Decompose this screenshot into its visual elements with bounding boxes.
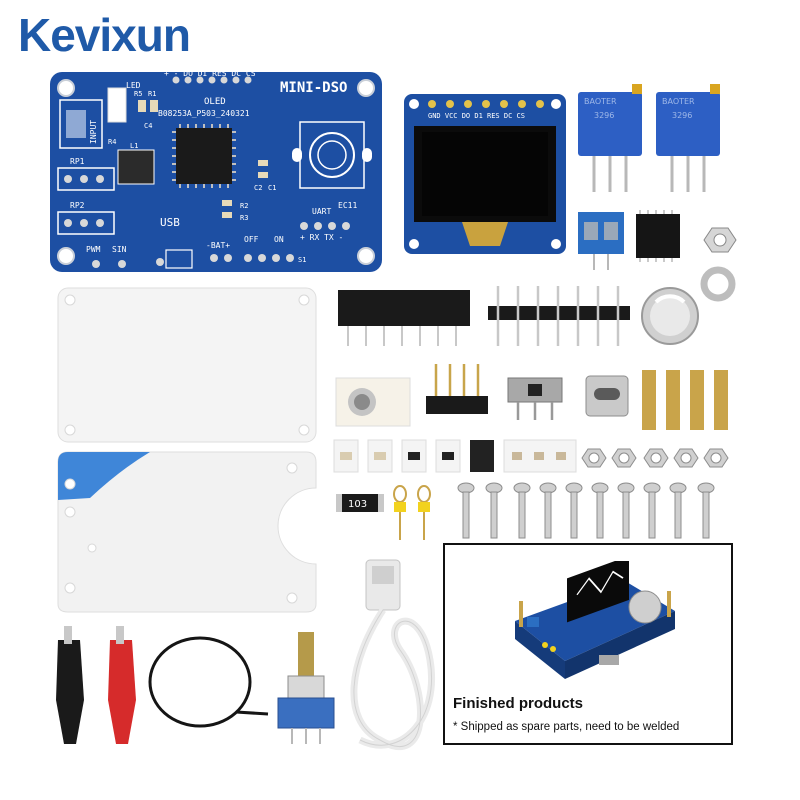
pcb-c1-label: C1 <box>268 184 276 192</box>
usb-c-connector <box>585 375 629 417</box>
pcb-uart-pins: + RX TX - <box>300 233 343 242</box>
pcb-l1-label: L1 <box>130 142 138 150</box>
pcb-title: MINI-DSO <box>280 80 347 96</box>
oled-module: GND VCC DO D1 RES DC CS <box>404 94 566 254</box>
inset-note: * Shipped as spare parts, need to be wel… <box>453 721 680 733</box>
alligator-clips <box>56 626 136 744</box>
pot1-code: 3296 <box>594 111 614 120</box>
trimmer-potentiometers: BAOTER 3296 BAOTER 3296 <box>578 84 720 192</box>
finished-product-photo <box>515 561 675 679</box>
pcb-r5-label: R5 <box>134 90 142 98</box>
pcb-on-label: ON <box>274 235 284 244</box>
smd-resistor: 103 <box>336 494 384 512</box>
pcb-r1-label: R1 <box>148 90 156 98</box>
right-angle-header <box>426 364 488 414</box>
pcb-off-label: OFF <box>244 235 259 244</box>
brand-logo: Kevixun <box>18 8 191 62</box>
pcb-rp1-label: RP1 <box>70 157 85 166</box>
pcb-c4-label: C4 <box>144 122 152 130</box>
pcb-s1-label: S1 <box>298 256 306 264</box>
inset-title: Finished products <box>453 695 584 712</box>
usb-cable <box>350 559 435 751</box>
brass-standoffs <box>642 370 728 430</box>
pcb-rp2-label: RP2 <box>70 201 85 210</box>
pcb-part-number: B08253A_P503_240321 <box>158 109 250 118</box>
terminal-block <box>578 212 624 270</box>
pot2-brand: BAOTER <box>662 97 695 106</box>
hex-nuts-row <box>581 448 729 468</box>
pcb-input-label: INPUT <box>89 120 98 144</box>
pcb-r3-label: R3 <box>240 214 248 222</box>
screws-row <box>457 482 715 539</box>
pcb-r4-label: R4 <box>108 138 116 146</box>
pcb-uart-label: UART <box>312 207 331 216</box>
male-pin-header <box>488 286 630 346</box>
pcb-sin-label: SIN <box>112 245 127 254</box>
pcb-bat-label: -BAT+ <box>206 241 230 250</box>
hex-nut-and-washer <box>700 227 737 302</box>
oled-pin-labels: GND VCC DO D1 RES DC CS <box>428 112 525 120</box>
smd-tape-parts <box>333 439 577 473</box>
rotary-encoder <box>277 632 335 744</box>
female-header <box>338 290 470 346</box>
mcu-chip <box>636 210 680 262</box>
pcb-ec11-label: EC11 <box>338 201 357 210</box>
pcb-c2-label: C2 <box>254 184 262 192</box>
pcb-r2-label: R2 <box>240 202 248 210</box>
buzzer-part <box>335 377 411 427</box>
pcb-usb-label: USB <box>160 216 180 229</box>
pcb-pwm-label: PWM <box>86 245 101 254</box>
pcb-top-pins: + - DO DI RES DC CS <box>164 69 256 78</box>
pot2-code: 3296 <box>672 111 692 120</box>
acrylic-top-panel <box>57 287 317 443</box>
pot1-brand: BAOTER <box>584 97 617 106</box>
brand-logo-text: Kevixun <box>18 9 191 61</box>
acrylic-bottom-panel <box>57 451 317 613</box>
pcb-oled-label: OLED <box>204 97 226 107</box>
resistor-marking: 103 <box>348 499 367 510</box>
probe-wire <box>148 636 269 728</box>
pcb-board: MINI-DSO + - DO DI RES DC CS OLED B08253… <box>50 69 382 272</box>
slide-switch <box>507 377 563 420</box>
encoder-knob <box>641 287 699 345</box>
finished-products-inset: Finished products * Shipped as spare par… <box>443 543 733 745</box>
test-pins <box>393 485 431 540</box>
pcb-led-label: LED <box>126 81 141 90</box>
